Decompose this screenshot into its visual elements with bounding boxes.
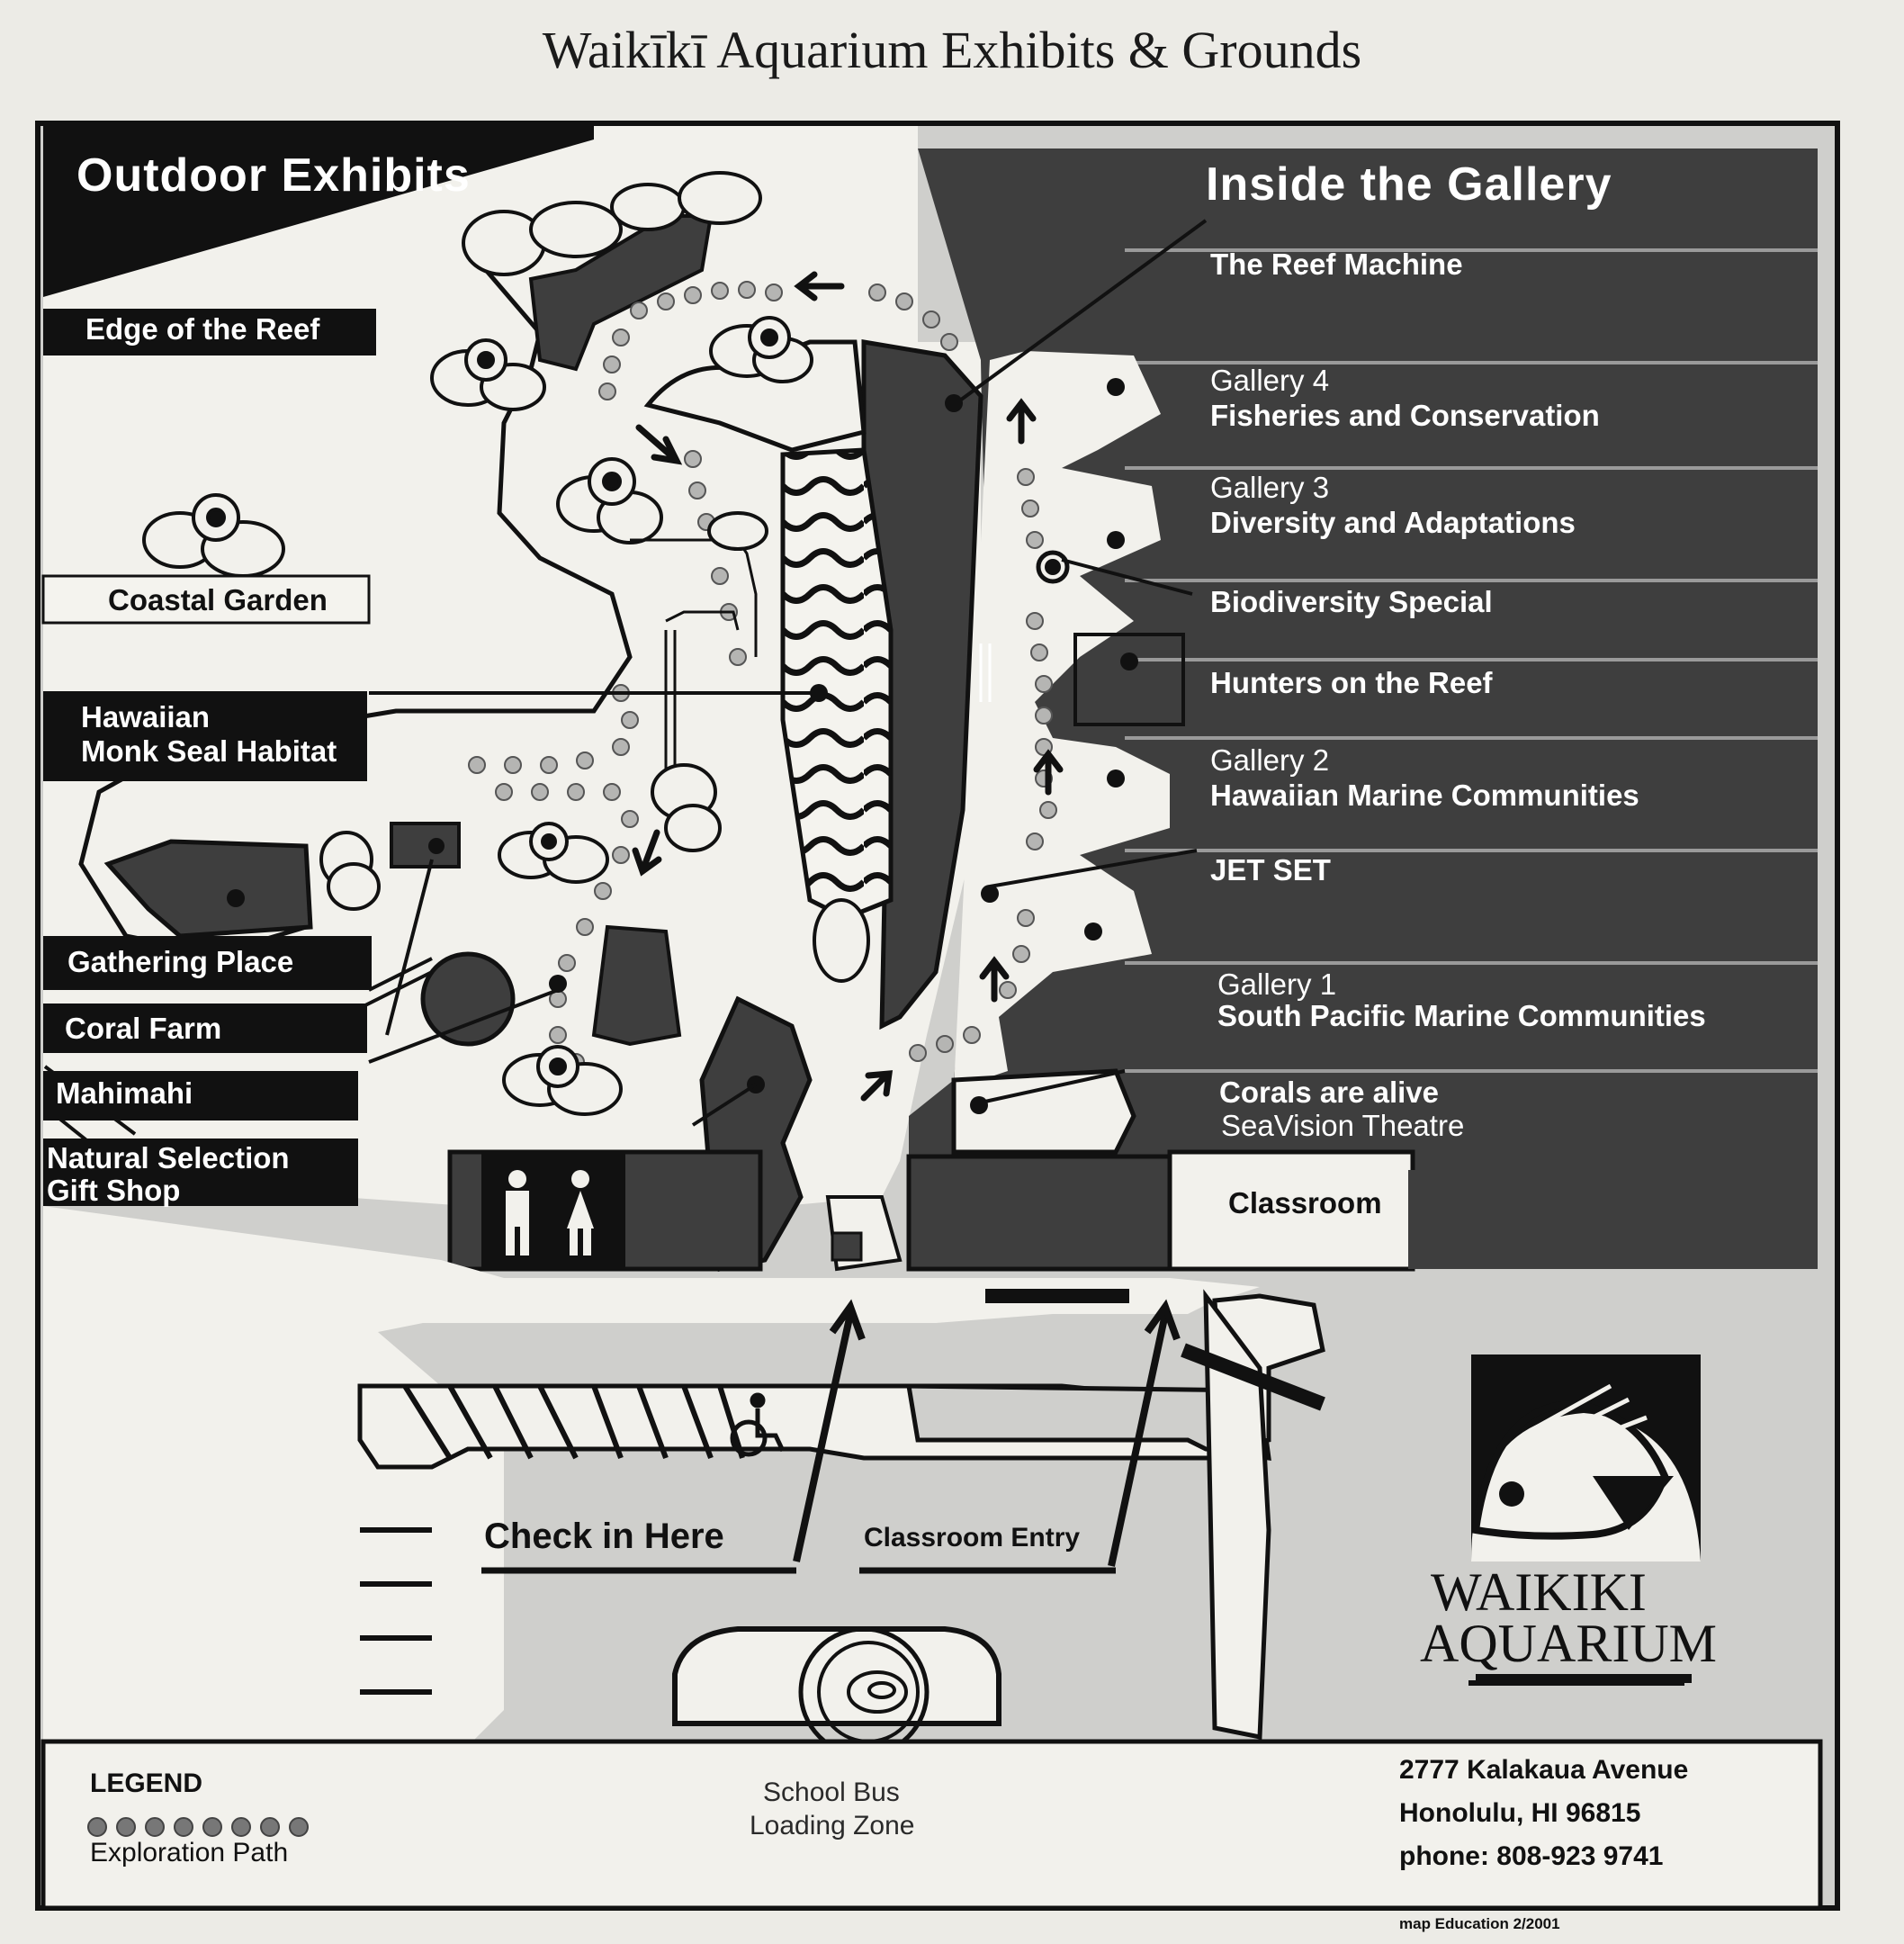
restroom-icon — [506, 1170, 594, 1256]
label-corals-alive[interactable]: Corals are alive — [1219, 1076, 1439, 1109]
label-gallery3-name[interactable]: Gallery 3 — [1210, 471, 1330, 504]
label-school-bus-1: School Bus — [763, 1778, 900, 1807]
legend-title: LEGEND — [90, 1768, 203, 1798]
footnote: map Education 2/2001 — [1399, 1915, 1560, 1932]
label-jet-set[interactable]: JET SET — [1210, 853, 1331, 886]
monk-seal-pool — [780, 447, 894, 921]
label-gallery2-name[interactable]: Gallery 2 — [1210, 743, 1330, 777]
label-check-in[interactable]: Check in Here — [484, 1516, 724, 1556]
direction-arrow-icon — [632, 271, 1064, 1102]
exploration-path — [468, 281, 981, 1071]
address-city: Honolulu, HI 96815 — [1399, 1798, 1641, 1828]
label-gallery3-desc[interactable]: Diversity and Adaptations — [1210, 506, 1576, 539]
label-gallery4-desc[interactable]: Fisheries and Conservation — [1210, 399, 1600, 432]
logo-line2: AQUARIUM — [1420, 1614, 1717, 1673]
label-hunters[interactable]: Hunters on the Reef — [1210, 666, 1493, 699]
label-gift-shop-2[interactable]: Gift Shop — [47, 1174, 181, 1207]
label-gallery2-desc[interactable]: Hawaiian Marine Communities — [1210, 778, 1639, 812]
legend-exploration-path: Exploration Path — [90, 1838, 289, 1868]
fish-logo-icon — [1471, 1354, 1701, 1562]
page-title: Waikīkī Aquarium Exhibits & Grounds — [542, 21, 1362, 79]
label-edge-of-reef[interactable]: Edge of the Reef — [85, 312, 320, 346]
label-gallery1-name[interactable]: Gallery 1 — [1217, 968, 1337, 1001]
gathering-place — [103, 839, 313, 939]
edge-of-reef-exhibit — [528, 214, 714, 372]
outdoor-exhibits-header: Outdoor Exhibits — [76, 149, 471, 202]
entry-arrow-icon — [793, 1299, 1181, 1567]
label-coastal-garden[interactable]: Coastal Garden — [108, 583, 328, 616]
label-classroom[interactable]: Classroom — [1228, 1186, 1382, 1220]
label-mahimahi[interactable]: Mahimahi — [56, 1076, 193, 1110]
mahimahi-tank — [591, 924, 682, 1047]
label-seavision[interactable]: SeaVision Theatre — [1221, 1109, 1465, 1142]
label-monk-seal-2[interactable]: Monk Seal Habitat — [81, 734, 337, 768]
flower-plant-icon — [142, 316, 813, 1116]
label-gathering-place[interactable]: Gathering Place — [67, 945, 294, 978]
address-street: 2777 Kalakaua Avenue — [1399, 1755, 1689, 1785]
label-classroom-entry[interactable]: Classroom Entry — [864, 1523, 1081, 1552]
label-biodiversity[interactable]: Biodiversity Special — [1210, 585, 1493, 618]
label-coral-farm[interactable]: Coral Farm — [65, 1012, 222, 1045]
label-gift-shop-1[interactable]: Natural Selection — [47, 1141, 290, 1174]
label-monk-seal-1[interactable]: Hawaiian — [81, 700, 211, 734]
legend-path-dots — [87, 1817, 309, 1837]
wheelchair-icon — [730, 1392, 786, 1457]
label-reef-machine[interactable]: The Reef Machine — [1210, 248, 1463, 281]
address-phone: phone: 808-923 9741 — [1399, 1841, 1664, 1871]
label-gallery4-name[interactable]: Gallery 4 — [1210, 364, 1330, 397]
inside-gallery-header: Inside the Gallery — [1206, 158, 1612, 211]
label-gallery1-desc[interactable]: South Pacific Marine Communities — [1217, 999, 1706, 1032]
coral-farm — [420, 951, 516, 1047]
logo-line1: WAIKIKI — [1431, 1562, 1647, 1622]
outdoor-header-band — [43, 126, 594, 297]
label-school-bus-2: Loading Zone — [750, 1811, 915, 1840]
